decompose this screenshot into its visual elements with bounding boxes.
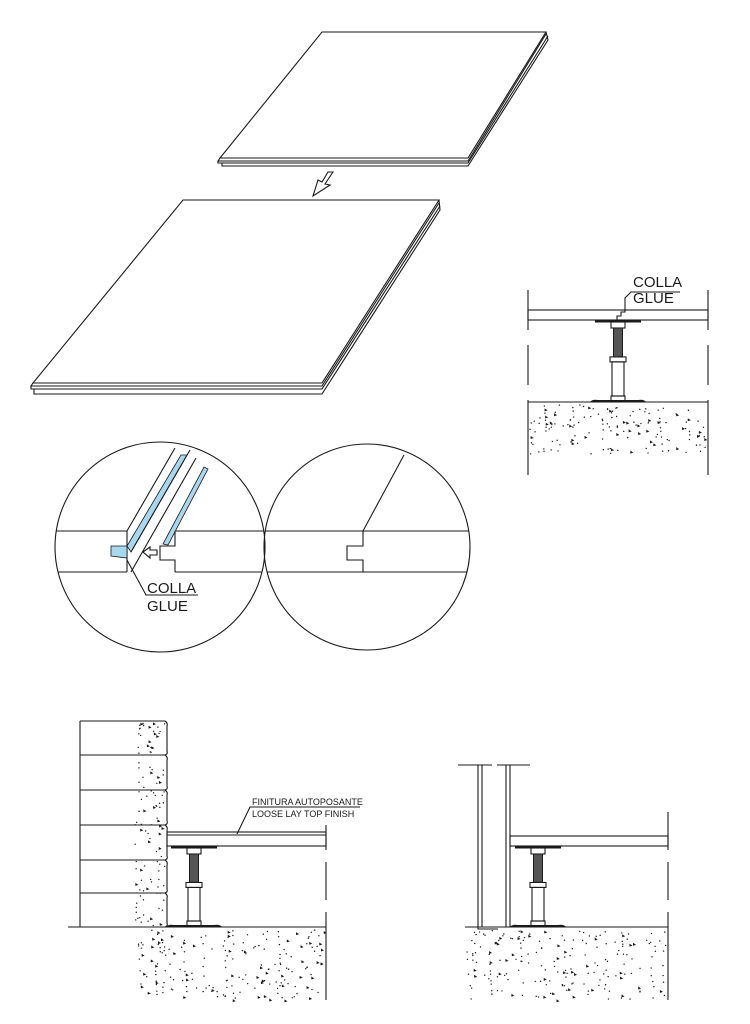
section-stud-wall — [458, 764, 669, 1003]
concrete-slab — [137, 929, 327, 1003]
masonry-block — [79, 720, 168, 756]
glue-label-en: GLUE — [633, 290, 674, 307]
bottom-panel — [29, 199, 441, 395]
finish-label-en: LOOSE LAY TOP FINISH — [252, 809, 354, 819]
detail-circle-joined — [263, 443, 471, 651]
top-panel — [216, 31, 549, 167]
finish-label-it: FINITURA AUTOPOSANTE — [252, 797, 363, 807]
masonry-block — [79, 892, 168, 928]
pedestal — [166, 846, 222, 927]
masonry-block — [79, 789, 168, 826]
glue-label-it: COLLA — [633, 274, 682, 291]
section-glued-pedestal: COLLA GLUE — [527, 274, 709, 475]
arrow-down-icon — [312, 171, 335, 198]
section-masonry-wall: FINITURA AUTOPOSANTE LOOSE LAY TOP FINIS… — [68, 720, 363, 1003]
concrete-slab — [466, 930, 667, 1003]
masonry-block — [79, 754, 168, 791]
masonry-block — [79, 859, 168, 894]
pedestal — [510, 846, 566, 927]
masonry-wall — [79, 720, 168, 928]
pedestal — [590, 320, 646, 402]
glue-label-it: COLLA — [147, 580, 196, 597]
detail-circle-glue-application: COLLA GLUE — [54, 441, 266, 653]
masonry-block — [79, 824, 168, 861]
glue-label-en: GLUE — [147, 598, 188, 615]
concrete-slab — [529, 404, 708, 455]
